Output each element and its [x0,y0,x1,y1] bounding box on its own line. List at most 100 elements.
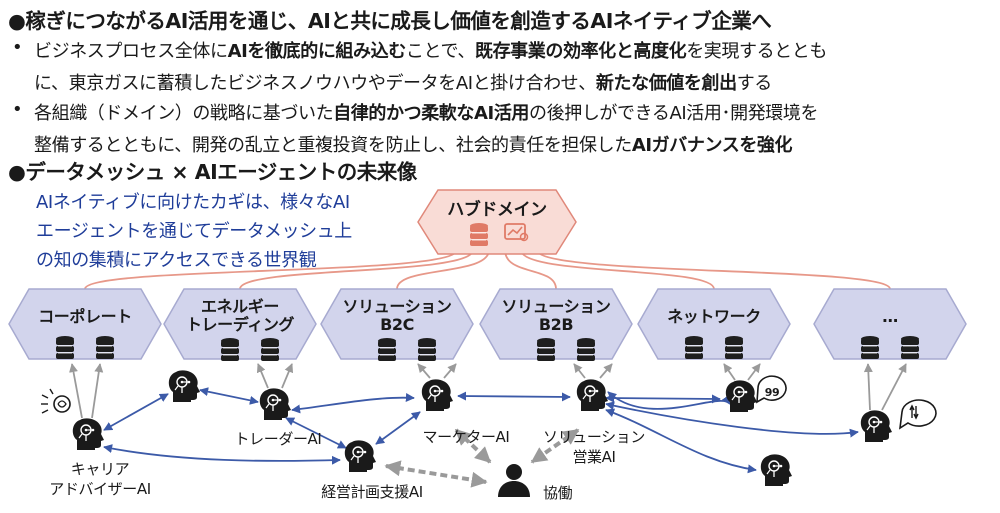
database-icon [378,338,396,361]
agent-label-sales: 営業AI [572,448,615,466]
human-label: 協働 [543,484,573,502]
hub-link-line [396,249,490,290]
chat-bubble-icon: 99 [756,375,787,404]
collaboration-arrow [605,393,721,404]
quote-mark: 99 [765,386,780,399]
domain-hexagon [813,288,967,360]
database-icon [96,336,114,359]
domain-label: トレーディング [186,315,294,334]
data-analysis-icon [504,223,529,242]
agent-label-career: アドバイザーAI [49,480,151,498]
data-access-arrows [69,363,907,419]
heading-future-vision: ●データメッシュ × AIエージェントの未来像 [8,160,417,184]
domain-hexagon [8,288,162,360]
domain-hexagon [637,288,791,360]
database-icon [470,223,488,246]
domain-label: ソリューション [502,297,611,316]
ai-agent-icon-net [725,380,757,412]
hub-link-line [239,249,474,290]
access-arrow [256,363,269,389]
ai-agent-icon-trader [259,388,291,420]
collaboration-arrow [457,391,571,402]
bullet-2-line-1: 各組織（ドメイン）の戦略に基づいた自律的かつ柔軟なAI活用の後押しができるAI活… [34,103,819,124]
access-arrow [281,363,294,389]
access-arrow [417,363,431,379]
access-arrow [91,363,104,419]
domain-label: コーポレート [38,307,132,326]
agent-label-planning: 経営計画支援AI [321,483,423,501]
domain-label: ネットワーク [667,307,761,326]
dashed-arrow [454,428,492,464]
human-icon [498,464,530,497]
hub-domain: ハブドメイン [417,189,577,255]
database-icon [861,336,879,359]
domain-label: エネルギー [201,297,279,316]
collaboration-arrow [285,417,347,449]
bullet-dot: • [12,99,23,120]
human-collaboration-arrows [384,428,580,488]
callout-line-3: の知の集積にアクセスできる世界観 [36,250,317,271]
agent-collaboration-arrows [103,387,859,474]
hub-link-line [504,249,557,290]
ai-agent-icon-a8 [860,410,892,442]
domain-4: ネットワーク [637,288,791,360]
hub-connections [84,249,891,290]
collaboration-arrow [607,391,731,410]
agent-label-career: キャリア [71,460,129,478]
database-icon [537,338,555,361]
hub-hexagon [417,189,577,255]
collaboration-arrow [103,444,341,465]
database-icon [725,336,743,359]
agent-label-sales: ソリューション [543,428,645,446]
domain-5: … [813,288,967,360]
access-arrow [443,363,457,379]
database-icon [685,336,703,359]
agent-label-trader: トレーダーAI [235,430,322,448]
collaboration-arrow [199,387,259,405]
hub-label: ハブドメイン [447,199,547,220]
access-arrow [747,363,761,381]
collaboration-arrow [291,393,415,414]
database-icon [901,336,919,359]
database-icon [261,338,279,361]
dashed-arrow [530,428,580,464]
domain-label: ソリューション [343,297,452,316]
bullet-1-line-2: に、東京ガスに蓄積したビジネスノウハウやデータをAIと掛け合わせ、新たな価値を創… [34,73,772,94]
access-arrow [69,363,83,419]
access-arrow [573,363,586,379]
bullet-1-line-1: ビジネスプロセス全体にAIを徹底的に組み込むことで、既存事業の効率化と高度化を実… [34,41,827,62]
access-arrow [881,363,907,411]
hub-link-line [84,249,458,290]
agent-label-marketer: マーケターAI [423,428,510,446]
database-icon [577,338,595,361]
bullet-2: • 各組織（ドメイン）の戦略に基づいた自律的かつ柔軟なAI活用の後押しができるA… [12,99,819,157]
sync-bubble-icon [898,399,937,430]
domain-0: コーポレート [8,288,162,360]
ai-agent-icon-marketer [421,379,453,411]
ai-agent-icon-career [72,418,104,450]
dashed-arrow [384,460,488,488]
domain-label: B2B [539,315,574,334]
bullet-dot: • [12,37,23,58]
access-arrow [723,363,736,381]
heading-ai-native: ●稼ぎにつながるAI活用を通じ、AIと共に成長し価値を創造するAIネイティブ企業… [8,9,772,33]
domain-label: … [882,307,898,326]
hub-link-line [520,249,715,290]
ai-agent-icon-planning [344,440,376,472]
access-arrow [599,363,613,379]
ai-agent-icon-a7 [760,454,792,486]
callout-line-2: エージェントを通じてデータメッシュ上 [36,221,352,242]
collaboration-arrow [605,401,859,438]
database-icon [56,336,74,359]
collaboration-arrow [375,411,421,445]
thinking-icon [41,388,71,414]
bullet-1: • ビジネスプロセス全体にAIを徹底的に組み込むことで、既存事業の効率化と高度化… [12,37,827,95]
domain-label: B2C [380,315,414,334]
bullet-2-line-2: 整備するとともに、開発の乱立と重複投資を防止し、社会的責任を担保したAIガバナン… [34,135,793,156]
access-arrow [863,363,873,411]
